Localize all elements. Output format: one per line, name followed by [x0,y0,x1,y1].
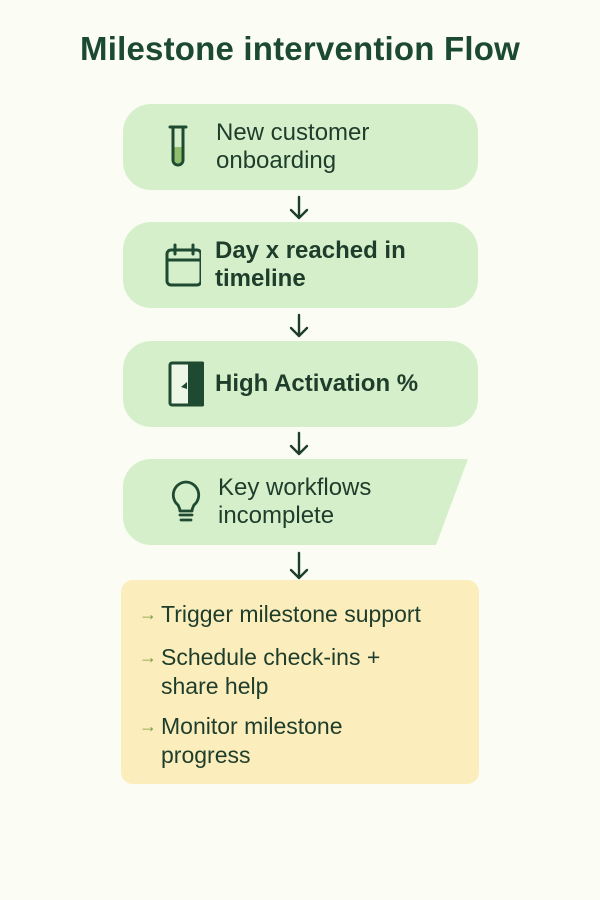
flow-step-day-x-reached: Day x reached in timeline [123,222,478,308]
test-tube-icon [168,125,188,167]
action-item: → Schedule check-ins + share help [139,643,469,701]
flow-step-key-workflows-incomplete: Key workflows incomplete [123,459,478,545]
step-label: Day x reached in timeline [215,237,406,292]
down-arrow-icon [289,313,309,338]
down-arrow-icon [289,431,309,456]
action-text: Monitor milestone progress [161,713,343,768]
step-shape [123,459,468,545]
step-label: High Activation % [215,370,419,397]
action-item: → Monitor milestone progress [139,712,469,770]
step-label: Key workflows incomplete [218,474,372,529]
down-arrow-icon [289,195,309,220]
arrow-bullet-icon: → [139,647,157,667]
action-text: Schedule check-ins + share help [161,644,381,699]
flow-step-high-activation: High Activation % [123,341,478,427]
activation-panel-icon [168,361,204,407]
step-label: New customer onboarding [216,119,370,174]
diagram-title: Milestone intervention Flow [80,30,520,67]
actions-box: → Trigger milestone support → Schedule c… [121,580,479,784]
action-item: → Trigger milestone support [139,600,469,629]
lightbulb-icon [171,480,201,522]
arrow-bullet-icon: → [139,604,157,624]
calendar-icon [165,243,201,287]
arrow-bullet-icon: → [139,716,157,736]
action-text: Trigger milestone support [161,601,421,627]
down-arrow-icon [289,551,309,580]
flow-step-new-customer-onboarding: New customer onboarding [123,104,478,190]
